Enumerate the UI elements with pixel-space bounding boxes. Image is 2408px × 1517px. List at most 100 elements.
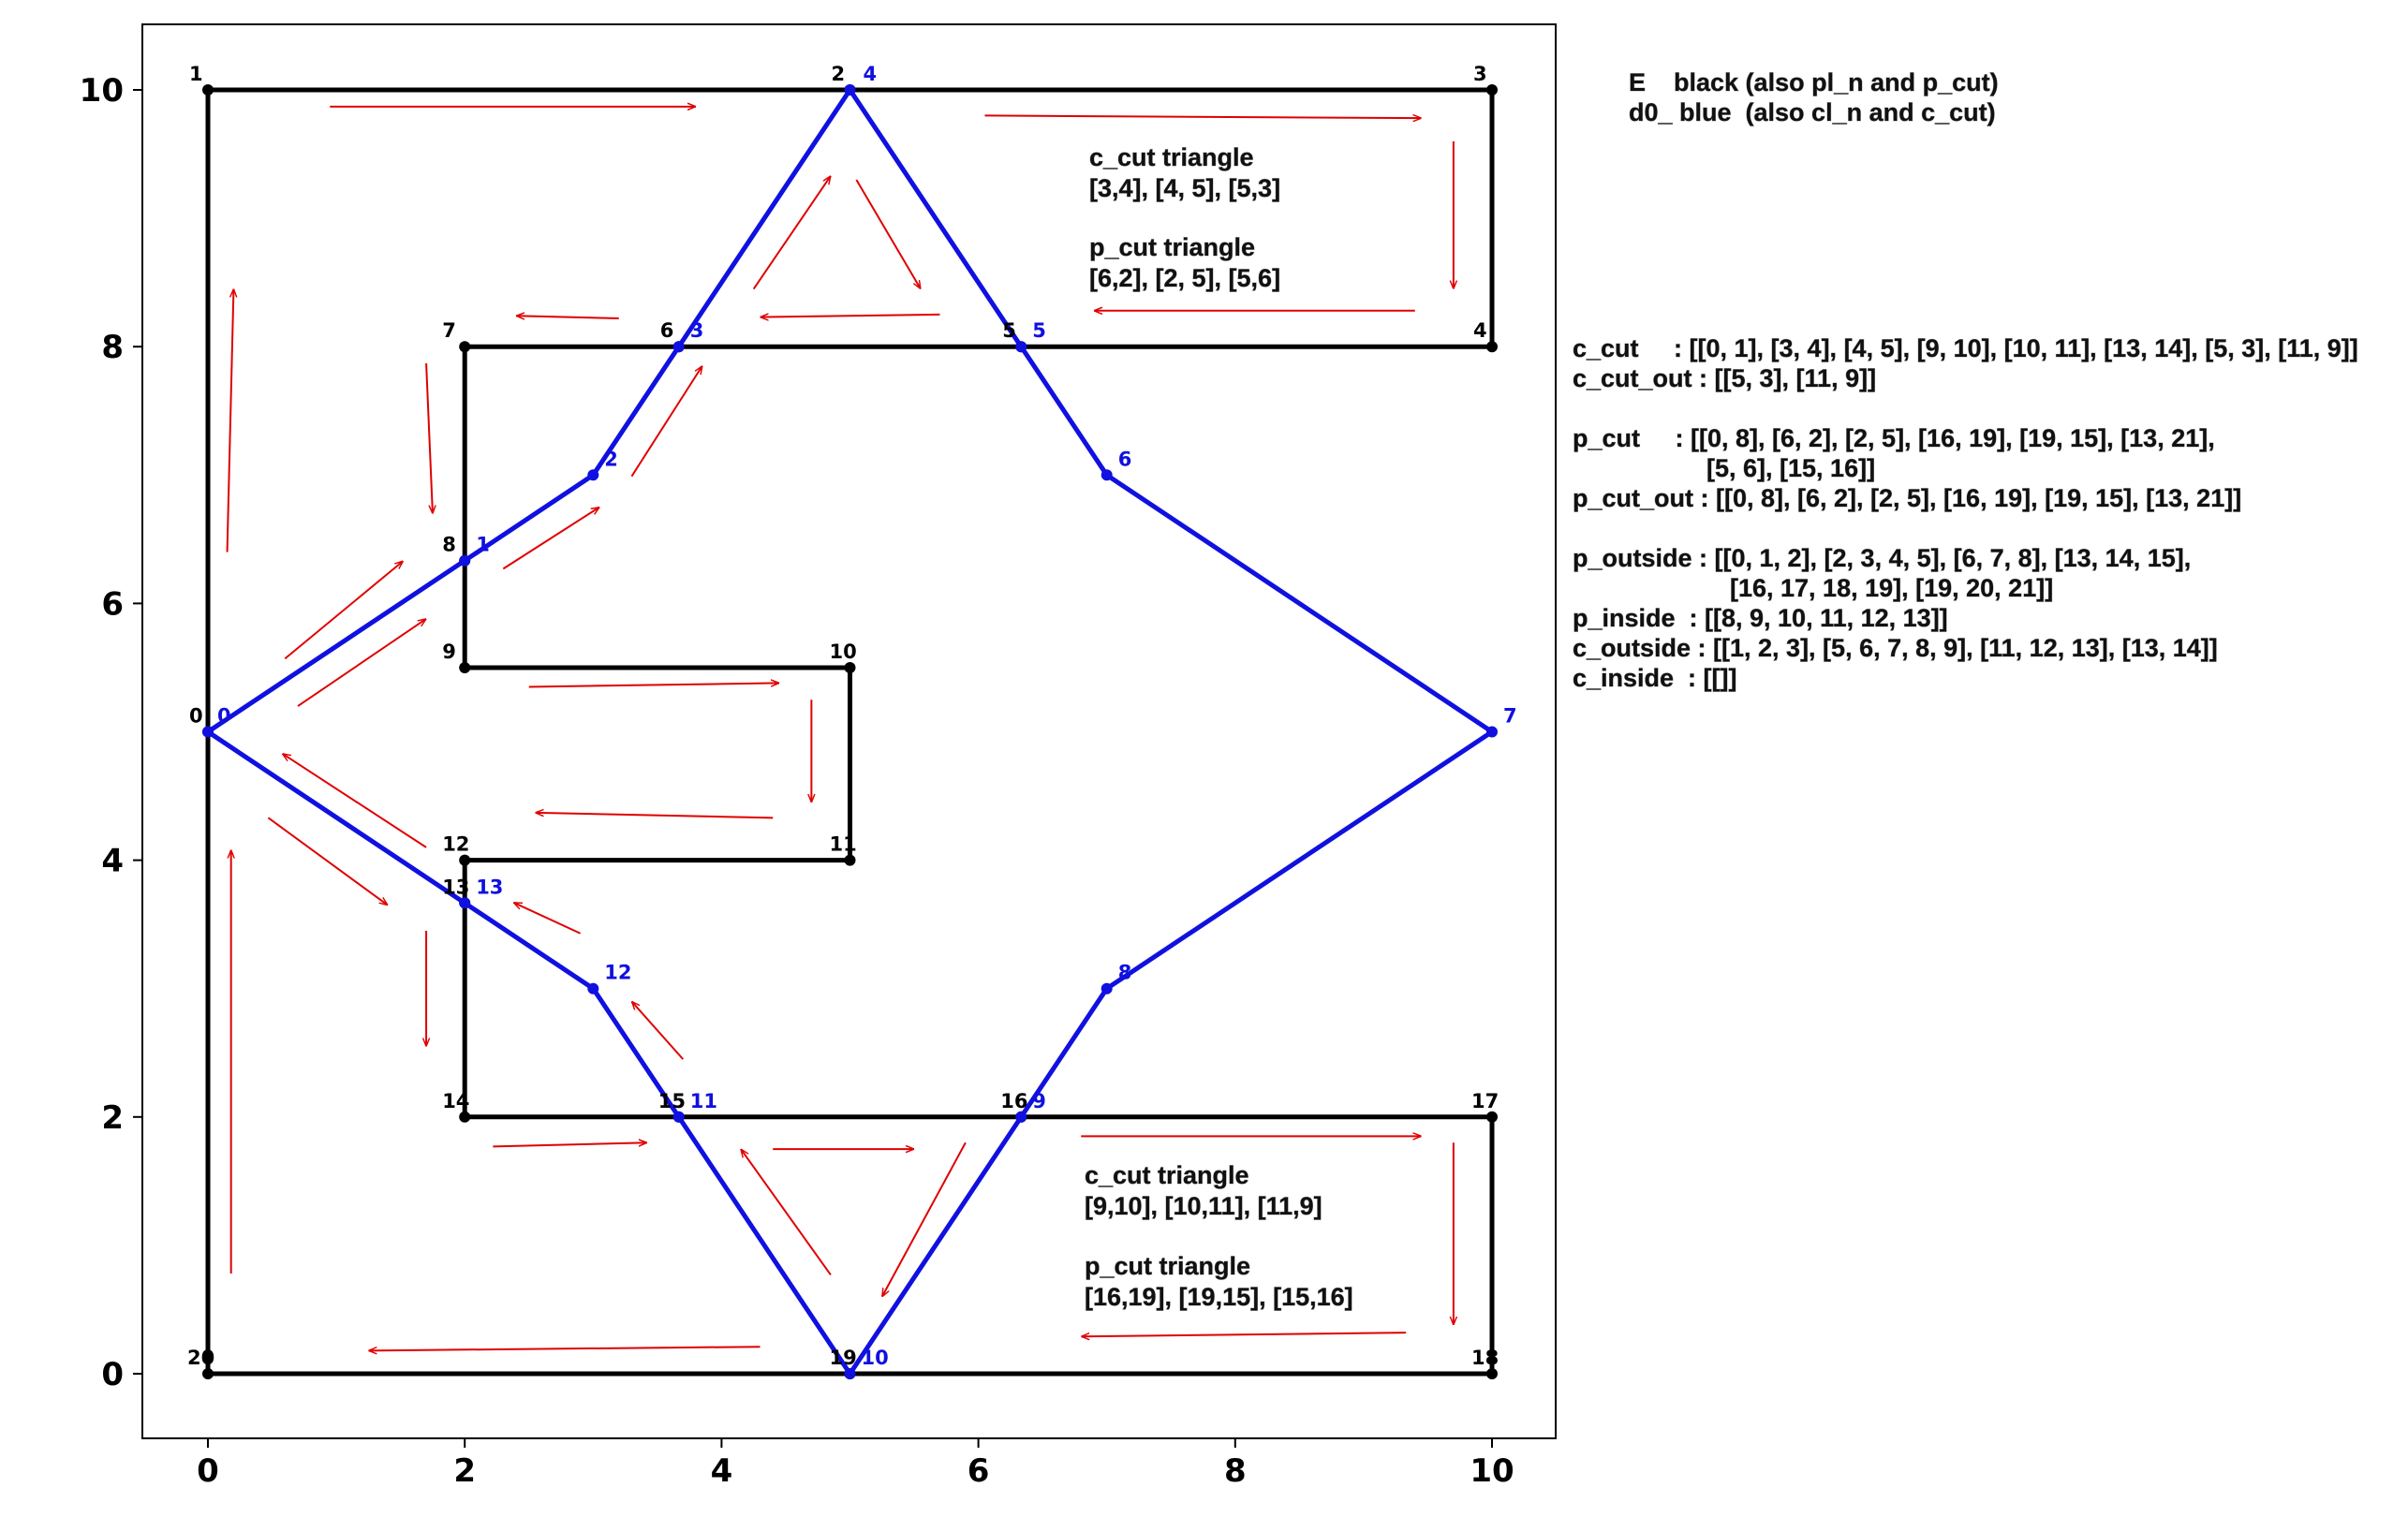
c-cut-text: c_cut : [[0, 1], [3, 4], [4, 5], [9, 10]… <box>1573 334 2358 362</box>
set-listing: c_cut : [[0, 1], [3, 4], [4, 5], [9, 10]… <box>1573 334 2359 693</box>
x-tick-label: 4 <box>711 1452 733 1490</box>
black-polygon-outline <box>205 87 1495 1377</box>
blue-polygon-vertex <box>1015 1111 1027 1123</box>
blue-polygon-vertex <box>202 726 214 738</box>
blue-polygon-vertex <box>459 897 471 909</box>
direction-arrow <box>984 115 1421 118</box>
blue-polygon-vertex <box>1015 341 1027 353</box>
black-vertex-label: 16 <box>1000 1090 1027 1112</box>
bottom-triangle-notes: c_cut triangle [9,10], [10,11], [11,9] p… <box>1085 1161 1353 1312</box>
black-polygon-vertex <box>1486 1111 1498 1123</box>
black-vertex-label: 19 <box>830 1347 857 1369</box>
direction-arrow <box>630 366 702 478</box>
direction-arrow <box>516 316 619 318</box>
direction-arrow <box>493 1142 647 1148</box>
direction-arrow <box>267 817 388 905</box>
y-tick-label: 8 <box>101 329 124 366</box>
direction-arrow <box>882 1141 967 1297</box>
x-tick-label: 6 <box>968 1452 990 1490</box>
direction-arrow <box>284 561 403 660</box>
y-tick-label: 2 <box>101 1099 124 1137</box>
direction-arrow <box>513 901 582 935</box>
blue-vertex-label: 6 <box>1118 448 1132 470</box>
plot-frame <box>141 23 1557 1439</box>
top-p-cut-values: [6,2], [2, 5], [5,6] <box>1089 264 1280 292</box>
direction-arrow <box>368 1346 761 1350</box>
y-tick-label: 4 <box>101 843 124 880</box>
x-tick-label: 2 <box>453 1452 476 1490</box>
black-polygon-vertex <box>844 854 856 866</box>
blue-vertex-label: 1 <box>476 534 490 556</box>
direction-arrow <box>1081 1332 1407 1336</box>
black-vertex-label: 6 <box>660 319 674 342</box>
direction-arrow <box>752 176 831 290</box>
p-cut-text-cont: [5, 6], [15, 16]] <box>1706 454 1875 482</box>
black-polygon-vertex <box>202 84 214 96</box>
p-outside-text: p_outside : [[0, 1, 2], [2, 3, 4, 5], [6… <box>1573 544 2191 572</box>
direction-arrow <box>226 289 234 552</box>
black-polygon-vertex <box>459 1111 471 1123</box>
blue-vertex-label: 9 <box>1032 1090 1046 1112</box>
direction-arrow <box>283 754 427 848</box>
blue-polygon <box>202 84 1498 1379</box>
bottom-p-cut-values: [16,19], [19,15], [15,16] <box>1085 1283 1353 1311</box>
blue-polygon-vertex <box>672 341 685 353</box>
blue-polygon-vertex <box>1486 726 1498 738</box>
black-vertex-label: 14 <box>442 1090 469 1112</box>
black-vertex-label: 1 <box>189 63 203 85</box>
black-vertex-label: 5 <box>1002 319 1016 342</box>
blue-polygon-vertex <box>459 554 471 567</box>
blue-polygon-vertex <box>1101 469 1113 481</box>
blue-polygon-vertex <box>587 982 599 994</box>
top-triangle-notes: c_cut triangle [3,4], [4, 5], [5,3] p_cu… <box>1089 143 1281 293</box>
blue-vertex-label: 11 <box>690 1090 717 1112</box>
top-c-cut-values: [3,4], [4, 5], [5,3] <box>1089 174 1280 202</box>
legend-blue: d0_ blue (also cl_n and c_cut) <box>1629 98 1996 126</box>
y-tick-label: 6 <box>101 585 124 623</box>
black-vertex-label: 0 <box>189 705 203 728</box>
p-cut-text: p_cut : [[0, 8], [6, 2], [2, 5], [16, 19… <box>1573 424 2215 452</box>
direction-arrow <box>631 1001 685 1060</box>
black-vertex-label: 20 <box>187 1347 214 1369</box>
black-vertex-label: 15 <box>658 1090 686 1112</box>
direction-arrows <box>226 107 1454 1350</box>
legend: E black (also pl_n and p_cut) d0_ blue (… <box>1629 68 1999 127</box>
p-outside-text-cont: [16, 17, 18, 19], [19, 20, 21]] <box>1730 574 2053 602</box>
y-tick-label: 10 <box>80 72 124 110</box>
direction-arrow <box>425 362 433 513</box>
blue-vertex-label: 13 <box>476 876 503 898</box>
bottom-p-cut-title: p_cut triangle <box>1085 1252 1250 1280</box>
black-polygon-vertex <box>459 341 471 353</box>
blue-vertex-label: 5 <box>1032 319 1046 342</box>
black-vertex-label: 17 <box>1471 1090 1499 1112</box>
direction-arrow <box>741 1149 832 1276</box>
p-inside-text: p_inside : [[8, 9, 10, 11, 12, 13]] <box>1573 604 1948 632</box>
blue-polygon-vertex <box>672 1111 685 1123</box>
black-vertex-label: 4 <box>1473 319 1487 342</box>
direction-arrow <box>297 619 426 707</box>
blue-vertex-label: 10 <box>862 1347 889 1369</box>
black-polygon-vertex <box>1486 1368 1498 1379</box>
bottom-c-cut-title: c_cut triangle <box>1085 1161 1249 1189</box>
c-cut-out-text: c_cut_out : [[5, 3], [11, 9]] <box>1573 364 1876 392</box>
direction-arrow <box>502 508 599 570</box>
black-polygon-vertex <box>844 661 856 673</box>
direction-arrow <box>761 315 940 317</box>
black-vertex-label: 7 <box>442 319 456 342</box>
black-vertex-label: 18 <box>1471 1347 1499 1369</box>
black-polygon-vertex <box>202 1368 214 1379</box>
blue-vertex-label: 0 <box>217 705 231 728</box>
c-inside-text: c_inside : [[]] <box>1573 664 1737 692</box>
blue-vertex-label: 7 <box>1503 705 1517 728</box>
blue-vertex-label: 4 <box>864 63 878 85</box>
blue-vertex-label: 12 <box>604 962 631 984</box>
direction-arrow <box>855 179 921 289</box>
blue-polygon-vertex <box>844 84 856 96</box>
blue-polygon-vertex <box>587 469 599 481</box>
black-vertex-label: 13 <box>442 876 469 898</box>
c-outside-text: c_outside : [[1, 2, 3], [5, 6, 7, 8, 9],… <box>1573 634 2218 662</box>
blue-polygon-vertex <box>1101 982 1113 994</box>
black-polygon-vertex <box>1486 84 1498 96</box>
black-vertex-label: 12 <box>442 833 469 856</box>
